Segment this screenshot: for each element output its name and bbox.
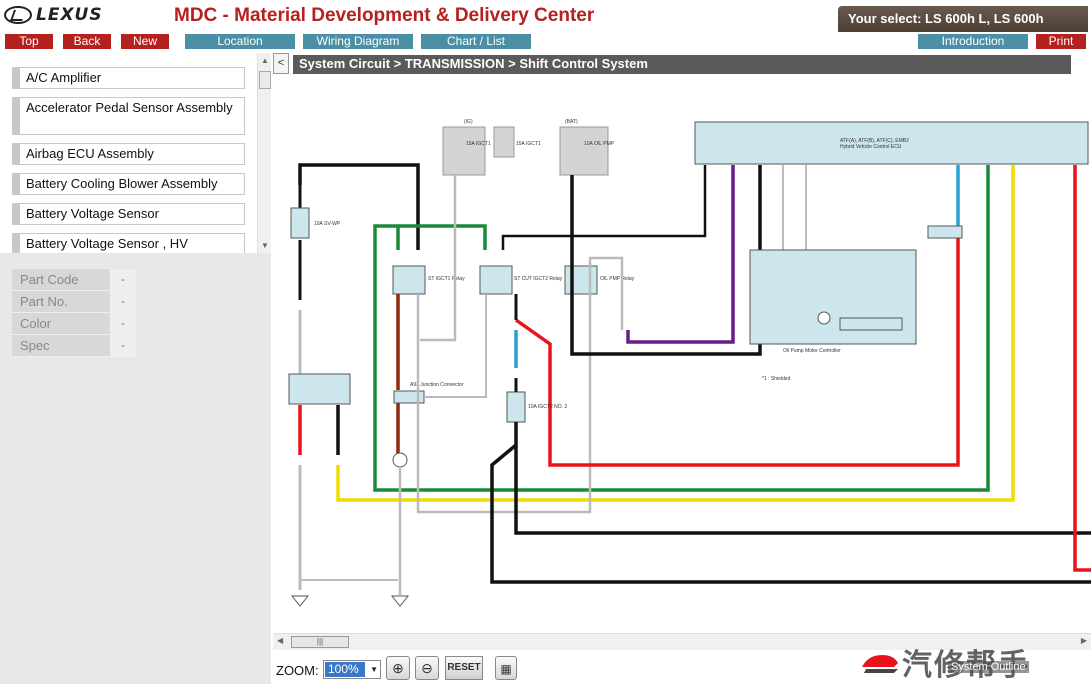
scroll-left-icon[interactable]: ◀ [277,636,284,645]
component-list: A/C Amplifier Accelerator Pedal Sensor A… [0,53,257,253]
list-scrollbar[interactable]: ▲ ▼ [257,53,271,253]
relay-oil-pmp[interactable] [564,265,598,295]
lexus-emblem-icon [4,6,32,24]
collapse-pane-button[interactable]: < [273,53,289,74]
location-button[interactable]: Location [185,34,295,49]
watermark: 汽修帮手 [858,642,1088,683]
shielded-note: *1 : Shielded [762,376,791,382]
relay-st-cut-label: ST CUT IGCT2 Relay [514,276,563,282]
vehicle-selection-badge: Your select: LS 600h L, LS 600h [838,6,1088,32]
logo-text: LEXUS [36,5,103,25]
grid-view-button[interactable]: ▦ [495,656,517,680]
zoom-in-button[interactable]: ⊕ [386,656,410,680]
car-logo-svg [862,655,898,673]
list-item[interactable]: Battery Voltage Sensor , HV [12,233,245,253]
property-value: - [110,313,136,335]
power-relay-box[interactable] [288,373,351,405]
zoom-out-button[interactable]: ⊖ [415,656,439,680]
zoom-value: 100% [325,662,365,677]
property-label: Part No. [12,291,110,313]
list-item[interactable]: Airbag ECU Assembly [12,143,245,165]
bat-label: (BAT) [565,119,578,125]
back-button[interactable]: Back [63,34,111,49]
list-item[interactable]: A/C Amplifier [12,67,245,89]
motor-controller-label: Oil Pump Motor Controller [783,348,841,354]
list-item[interactable]: Accelerator Pedal Sensor Assembly [12,97,245,135]
fuse-sv-wp[interactable] [290,207,310,239]
ecu-title: ATF(A), ATF(B), ATF(C), EMB2 [840,138,909,144]
fuse-igct2-no2[interactable] [506,391,526,423]
ground-icon [290,595,310,607]
wiring-diagram-button[interactable]: Wiring Diagram [303,34,413,49]
fuse-igct2-label: 10A IGCT2 NO. 2 [528,404,567,410]
motor-icon [817,311,831,325]
part-properties: Part Code - Part No. - Color - Spec - [12,269,136,357]
relay-st-igct1[interactable] [392,265,426,295]
scroll-thumb[interactable] [259,71,271,89]
fuse-sv-wp-label: 10A SV-WP [314,221,341,227]
app-header: LEXUS MDC - Material Development & Deliv… [0,0,1091,33]
junction-connector[interactable] [393,390,425,404]
property-label: Color [12,313,110,335]
car-logo-icon [858,649,902,675]
fuse-igct1b-label: 15A IGCT1 [516,141,541,147]
ground-icon [390,595,410,607]
property-value: - [110,291,136,313]
grid-icon: ▦ [500,662,512,676]
scroll-up-icon[interactable]: ▲ [261,56,269,65]
ground-junction [392,452,408,468]
new-button[interactable]: New [121,34,169,49]
wiring-diagram-svg: ATF(A), ATF(B), ATF(C), EMB2 Hybrid Vehi… [288,119,1091,607]
fuse-igct1-label: 15A IGCT1 [466,141,491,147]
lexus-logo: LEXUS [4,4,114,26]
diagram-hscrollbar[interactable]: ◀ ||| ▶ [273,633,1091,650]
ambient-sensor[interactable] [927,225,963,239]
breadcrumb: System Circuit > TRANSMISSION > Shift Co… [293,55,1071,74]
hscroll-thumb[interactable]: ||| [291,636,349,648]
zoom-out-icon: ⊖ [421,660,433,676]
ig-label: (IG) [464,119,473,125]
left-pane: A/C Amplifier Accelerator Pedal Sensor A… [0,53,271,684]
relay-st-igct1-label: ST IGCT1 Relay [428,276,465,282]
zoom-select[interactable]: 100% ▼ [323,660,381,679]
list-item[interactable]: Battery Cooling Blower Assembly [12,173,245,195]
property-row: Part No. - [12,291,136,313]
app-title: MDC - Material Development & Delivery Ce… [174,5,595,26]
reset-zoom-button[interactable]: RESET [445,656,483,680]
fuse-box-oil-pmp[interactable] [559,126,609,176]
property-label: Spec [12,335,110,357]
relay-oil-pmp-label: OIL PMP Relay [600,276,635,282]
nav-bar: Top Back New Location Wiring Diagram Cha… [0,33,1091,51]
introduction-button[interactable]: Introduction [918,34,1028,49]
property-value: - [110,335,136,357]
zoom-toolbar: ZOOM: 100% ▼ ⊕ ⊖ RESET ▦ [273,653,1091,684]
fuse-box-igct1[interactable] [442,126,486,176]
list-item[interactable]: Battery Voltage Sensor [12,203,245,225]
property-label: Part Code [12,269,110,291]
property-row: Spec - [12,335,136,357]
property-row: Color - [12,313,136,335]
chevron-down-icon: ▼ [370,665,378,674]
top-button[interactable]: Top [5,34,53,49]
print-button[interactable]: Print [1036,34,1086,49]
fuse-oil-pmp-label: 10A OIL PMP [584,141,615,147]
ecu-subtitle: Hybrid Vehicle Control ECU [840,144,902,150]
zoom-in-icon: ⊕ [392,660,404,676]
property-row: Part Code - [12,269,136,291]
scroll-right-icon[interactable]: ▶ [1080,636,1087,645]
relay-st-cut-igct2[interactable] [479,265,513,295]
wiring-diagram-canvas[interactable]: ATF(A), ATF(B), ATF(C), EMB2 Hybrid Vehi… [273,77,1091,633]
junction-label: A93 Junction Connector [410,382,464,388]
system-outline-overlay[interactable]: System Outline [948,661,1029,673]
property-value: - [110,269,136,291]
fuse-box-igct1b[interactable] [493,126,515,158]
hybrid-ecu-box[interactable] [694,121,1089,165]
sensor-block [839,317,903,331]
scroll-down-icon[interactable]: ▼ [261,241,269,250]
chart-list-button[interactable]: Chart / List [421,34,531,49]
zoom-label: ZOOM: [276,663,319,678]
